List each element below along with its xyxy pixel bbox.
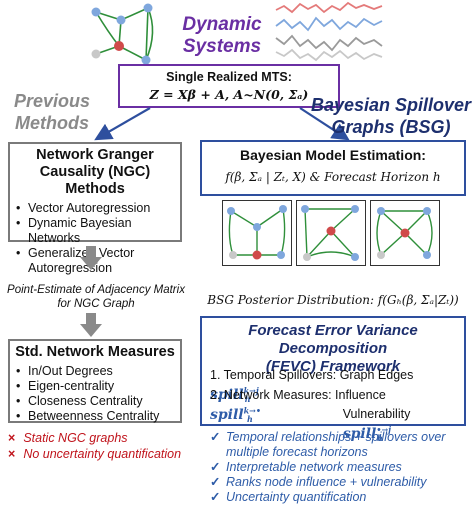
spill-influence-symbol: spillk→•h xyxy=(210,405,261,425)
vulnerability-text: Vulnerability xyxy=(342,407,411,421)
gray-down-arrow-2 xyxy=(80,313,102,337)
network-icon xyxy=(91,3,154,64)
previous-methods-line-2: Methods xyxy=(15,113,89,133)
ngc-method-item: Dynamic Bayesian Networks xyxy=(16,216,180,246)
cons-text: Static NGC graphs xyxy=(23,431,128,445)
cons-text: No uncertainty quantification xyxy=(23,447,182,461)
mts-box: Single Realized MTS: Z = Xβ + A, A~N(0, … xyxy=(118,64,340,108)
estimation-title: Bayesian Model Estimation: xyxy=(240,147,426,163)
ngc-method-item: Generalized Vector xyxy=(16,246,180,261)
cons-item: × Static NGC graphs xyxy=(8,430,198,446)
spill-influence-superscript: k→• xyxy=(243,405,261,415)
check-icon: ✓ xyxy=(210,460,221,474)
cross-icon: × xyxy=(8,431,16,445)
pros-item: ✓ Interpretable network measures xyxy=(210,460,470,475)
fevd-row-vulnerability: Vulnerability spill•→jh xyxy=(343,407,454,446)
pros-item: ✓ Ranks node influence + vulnerability xyxy=(210,475,470,490)
title-line-2: Systems xyxy=(182,36,262,57)
spill-vulnerability-symbol-text: spill xyxy=(342,425,377,442)
cons-item: × No uncertainty quantification xyxy=(8,446,198,462)
posterior-graph-sample-1 xyxy=(222,200,292,266)
cons-list: × Static NGC graphs × No uncertainty quant… xyxy=(8,430,198,462)
network-measure-item: Eigen-centrality xyxy=(16,379,180,394)
point-estimate-label: Point-Estimate of Adjacency Matrix for N… xyxy=(2,283,190,311)
ngc-methods-box: Network Granger Causality (NGC) Methods … xyxy=(8,142,182,275)
ngc-method-list: Vector Autoregression Dynamic Bayesian N… xyxy=(10,201,180,276)
pros-text: Interpretable network measures xyxy=(226,460,402,474)
ngc-method-item: Vector Autoregression xyxy=(16,201,180,216)
spill-influence-symbol-text: spill xyxy=(210,406,244,423)
check-icon: ✓ xyxy=(210,475,221,489)
ngc-title-line-2: Causality (NGC) Methods xyxy=(39,164,151,197)
cross-icon: × xyxy=(8,447,16,461)
mts-formula: Z = Xβ + A, A~N(0, Σₐ) xyxy=(149,87,309,102)
graph-sample-1-svg xyxy=(227,205,287,260)
pros-text: multiple forecast horizons xyxy=(226,445,368,459)
spill-vulnerability-superscript: •→j xyxy=(376,424,392,434)
pros-item: ✓ Uncertainty quantification xyxy=(210,490,470,505)
fevd-title-line-1: Forecast Error Variance Decomposition xyxy=(248,322,418,357)
pros-list: ✓ Temporal relationships + spillovers ove… xyxy=(210,430,470,505)
posterior-graph-sample-3 xyxy=(370,200,440,266)
gray-down-arrow-1 xyxy=(80,246,102,270)
pros-item-continuation: multiple forecast horizons xyxy=(210,445,470,460)
temporal-spillovers-text: 1. Temporal Spillovers: Graph Edges xyxy=(210,368,414,382)
ngc-title: Network Granger Causality (NGC) Methods xyxy=(10,147,180,198)
spill-edge-subscript: h xyxy=(244,394,251,405)
spill-vulnerability-subscript: h xyxy=(377,433,383,444)
pros-text: Temporal relationships + spillovers over xyxy=(226,430,446,444)
ngc-title-line-1: Network Granger xyxy=(36,147,154,163)
network-measures-influence-text: 2. Network Measures: Influence xyxy=(210,388,386,402)
mts-title: Single Realized MTS: xyxy=(166,70,292,84)
posterior-graph-sample-2 xyxy=(296,200,366,266)
time-series-icon xyxy=(275,1,383,62)
network-measure-item: Betweenness Centrality xyxy=(16,409,180,424)
bsg-heading-line-2: Graphs (BSG) xyxy=(331,117,451,137)
graph-sample-2-svg xyxy=(301,205,359,261)
ngc-method-item-cont: Autoregression xyxy=(28,261,180,276)
pros-item: ✓ Temporal relationships + spillovers ove… xyxy=(210,430,470,445)
network-measures-list: In/Out Degrees Eigen-centrality Closenes… xyxy=(10,364,180,424)
fevd-title-line-2: (FEVC) Framework xyxy=(265,358,401,375)
point-estimate-line-2: for NGC Graph xyxy=(57,298,135,310)
dynamic-systems-title: Dynamic Systems xyxy=(172,14,272,58)
previous-methods-line-1: Previous xyxy=(13,91,91,111)
bsg-heading-line-1: Bayesian Spillover xyxy=(310,95,472,115)
check-icon: ✓ xyxy=(210,430,221,444)
previous-methods-heading: Previous Methods xyxy=(2,90,102,134)
pros-text: Uncertainty quantification xyxy=(226,490,367,504)
title-line-1: Dynamic xyxy=(182,14,262,35)
fevd-row-temporal-spillovers: 1. Temporal Spillovers: Graph Edges spil… xyxy=(210,368,457,407)
estimation-formula: f(β, Σₐ | Zₜ, X) & Forecast Horizon h xyxy=(225,170,441,184)
network-measure-item: Closeness Centrality xyxy=(16,394,180,409)
fevd-row-network-measures: 2. Network Measures: Influence spillk→•h xyxy=(210,388,432,427)
posterior-distribution-label: BSG Posterior Distribution: f(Gₕ(β, Σₐ|Z… xyxy=(207,293,459,307)
network-measures-title: Std. Network Measures xyxy=(15,344,175,360)
point-estimate-line-1: Point-Estimate of Adjacency Matrix xyxy=(7,284,185,296)
spill-vulnerability-symbol: spill•→jh xyxy=(342,424,391,444)
spill-edge-superscript: k→j xyxy=(243,385,259,395)
network-measure-item: In/Out Degrees xyxy=(16,364,180,379)
check-icon: ✓ xyxy=(210,490,221,504)
bsg-heading: Bayesian Spillover Graphs (BSG) xyxy=(308,94,474,138)
fevd-title: Forecast Error Variance Decomposition (F… xyxy=(202,322,464,376)
graph-sample-3-svg xyxy=(376,207,433,259)
spill-influence-subscript: h xyxy=(247,414,253,425)
spill-edge-symbol-text: spill xyxy=(210,386,244,403)
network-measures-box: Std. Network Measures In/Out Degrees Eig… xyxy=(8,339,182,424)
spill-edge-symbol: spillk→jh xyxy=(210,385,259,405)
estimation-box: Bayesian Model Estimation: f(β, Σₐ | Zₜ,… xyxy=(200,140,466,196)
fevd-box: Forecast Error Variance Decomposition (F… xyxy=(200,316,466,443)
pros-text: Ranks node influence + vulnerability xyxy=(226,475,427,489)
